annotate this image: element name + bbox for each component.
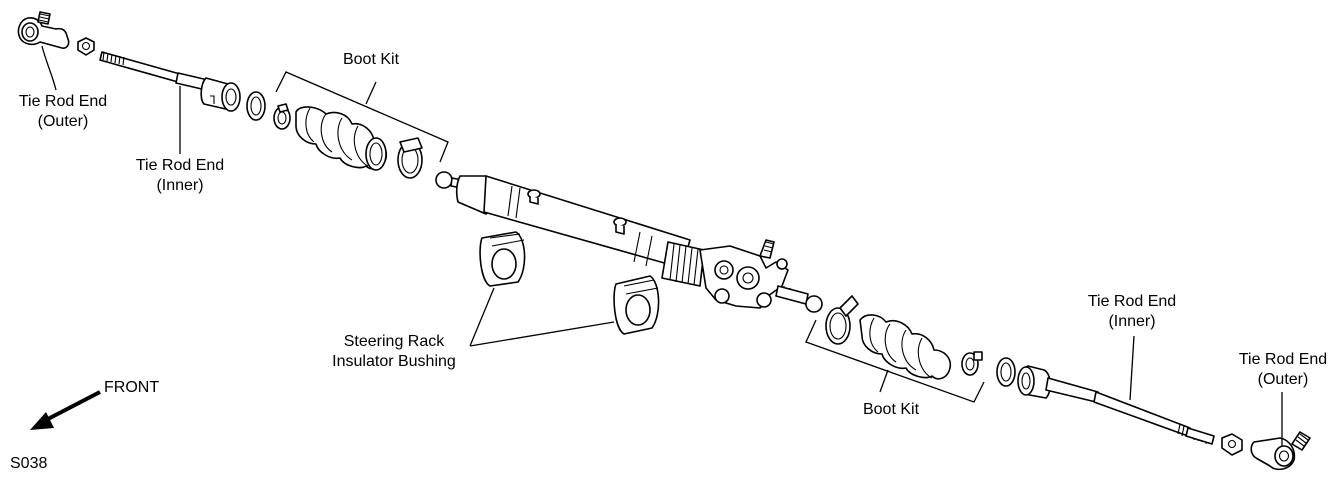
tie-rod-inner-left	[99, 51, 241, 112]
label-tie-rod-end-outer-left: Tie Rod End (Outer)	[8, 92, 118, 132]
boot-left	[295, 106, 388, 171]
label-line: (Inner)	[156, 177, 204, 194]
label-steering-rack-insulator-bushing: Steering Rack Insulator Bushing	[316, 332, 472, 372]
insulator-bushing-1	[479, 231, 526, 287]
label-front: FRONT	[104, 379, 160, 396]
rack-housing	[455, 175, 809, 309]
washer-right	[996, 357, 1016, 387]
label-line: Steering Rack	[343, 333, 445, 350]
nut-right	[1221, 433, 1243, 456]
tie-rod-inner-right	[1017, 365, 1215, 445]
bushing-leader-1	[469, 287, 495, 347]
boot-right	[859, 314, 952, 380]
bushing-leader-2	[469, 321, 615, 347]
nut-left	[77, 37, 95, 56]
boot-kit-bracket-left	[275, 71, 449, 163]
label-line: (Outer)	[37, 113, 89, 130]
label-line: Tie Rod End	[18, 93, 108, 110]
large-clamp-left	[397, 137, 423, 179]
tie-rod-end-outer-right	[1250, 431, 1311, 471]
label-boot-kit-right: Boot Kit	[862, 401, 920, 418]
figure-code: S038	[10, 455, 48, 472]
leader-inner-right	[1129, 335, 1135, 401]
label-line: Tie Rod End	[1238, 351, 1328, 368]
tie-rod-end-outer-left	[17, 11, 70, 49]
insulator-bushing-2	[613, 275, 660, 335]
washer-left	[246, 91, 266, 121]
label-boot-kit-left: Boot Kit	[342, 51, 400, 68]
label-line: Insulator Bushing	[332, 353, 456, 370]
label-line: Tie Rod End	[135, 157, 225, 174]
boot-kit-bracket-right	[805, 319, 985, 403]
large-clamp-right	[825, 295, 859, 345]
small-clamp-right	[961, 351, 983, 376]
label-line: (Outer)	[1257, 371, 1309, 388]
leader-outer-left	[41, 45, 57, 91]
label-tie-rod-end-outer-right: Tie Rod End (Outer)	[1226, 350, 1340, 390]
small-clamp-left	[273, 103, 291, 130]
ball-joint-right	[805, 295, 823, 313]
label-line: (Inner)	[1108, 313, 1156, 330]
label-tie-rod-end-inner-left: Tie Rod End (Inner)	[124, 156, 236, 196]
label-line: Tie Rod End	[1087, 293, 1177, 310]
front-arrow-icon	[30, 390, 101, 430]
ball-joint-left	[435, 171, 453, 189]
label-tie-rod-end-inner-right: Tie Rod End (Inner)	[1076, 292, 1188, 332]
